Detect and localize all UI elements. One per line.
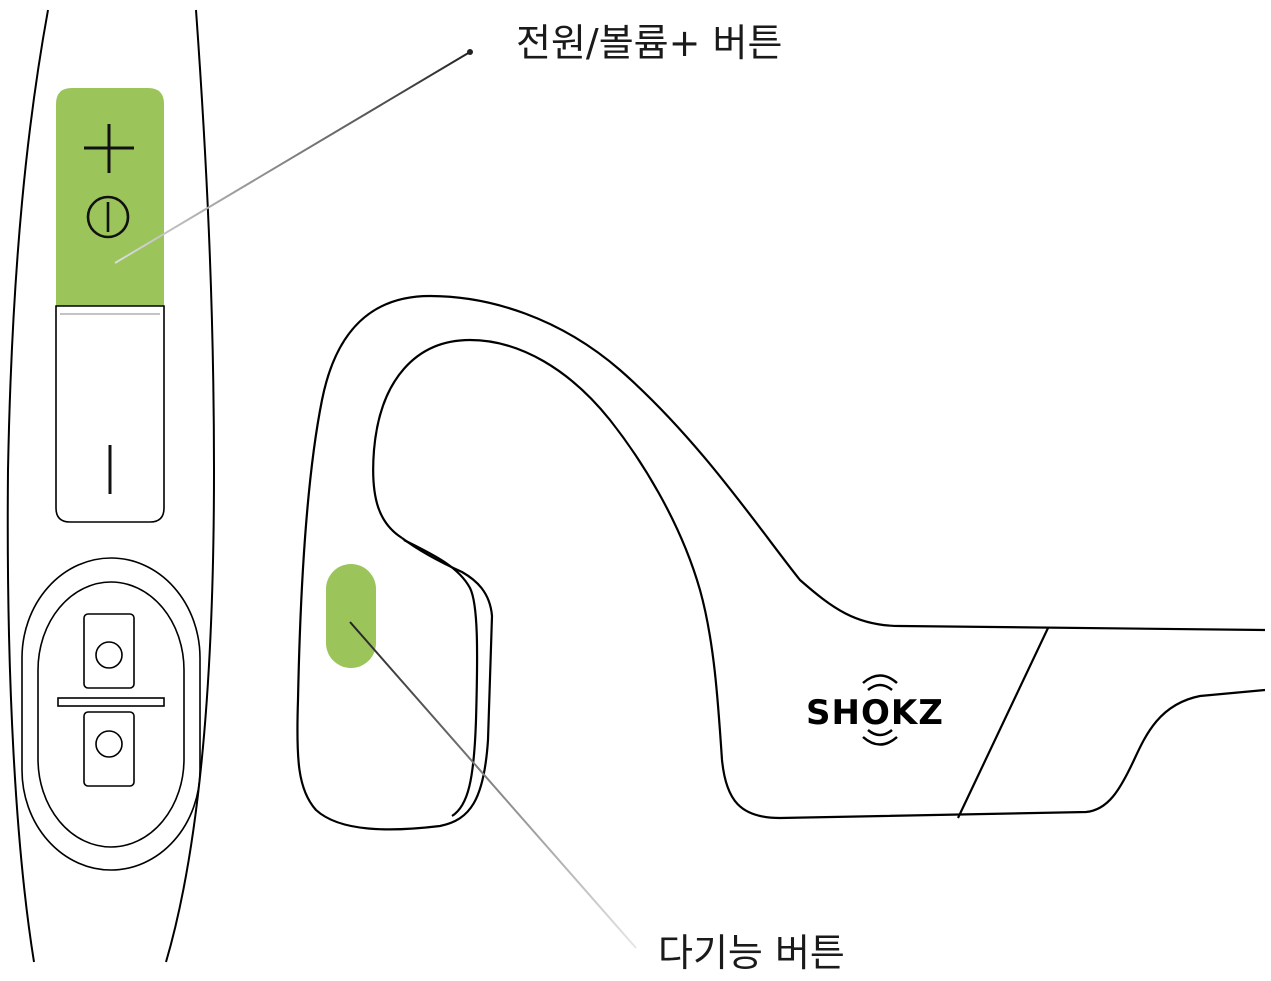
port-contact-bottom (83, 711, 135, 787)
callout-multifunction: 다기능 버튼 (658, 931, 845, 975)
leader-line-power (114, 49, 473, 264)
charging-port (21, 557, 201, 871)
multifunction-button (326, 564, 376, 668)
volume-rocker (55, 88, 165, 523)
band-right-edge (165, 9, 216, 963)
band-closeup (6, 9, 216, 963)
headphone-side-view (296, 294, 1266, 831)
earhook-inner (372, 338, 1266, 820)
leader-line-multifunction (349, 621, 637, 949)
earhook-outer (296, 294, 1266, 831)
band-seam (957, 627, 1049, 819)
port-divider (57, 697, 165, 707)
brand-logo: SHOKZ (806, 693, 944, 733)
plus-icon (84, 124, 134, 173)
power-icon (86, 195, 130, 239)
speaker-pod-inner (403, 539, 479, 817)
band-left-edge (6, 9, 49, 963)
callout-power-volume-up: 전원/볼륨+ 버튼 (516, 21, 783, 65)
port-contact-top (83, 613, 135, 689)
volume-down-button (55, 305, 165, 523)
logo-sound-waves (862, 674, 898, 746)
